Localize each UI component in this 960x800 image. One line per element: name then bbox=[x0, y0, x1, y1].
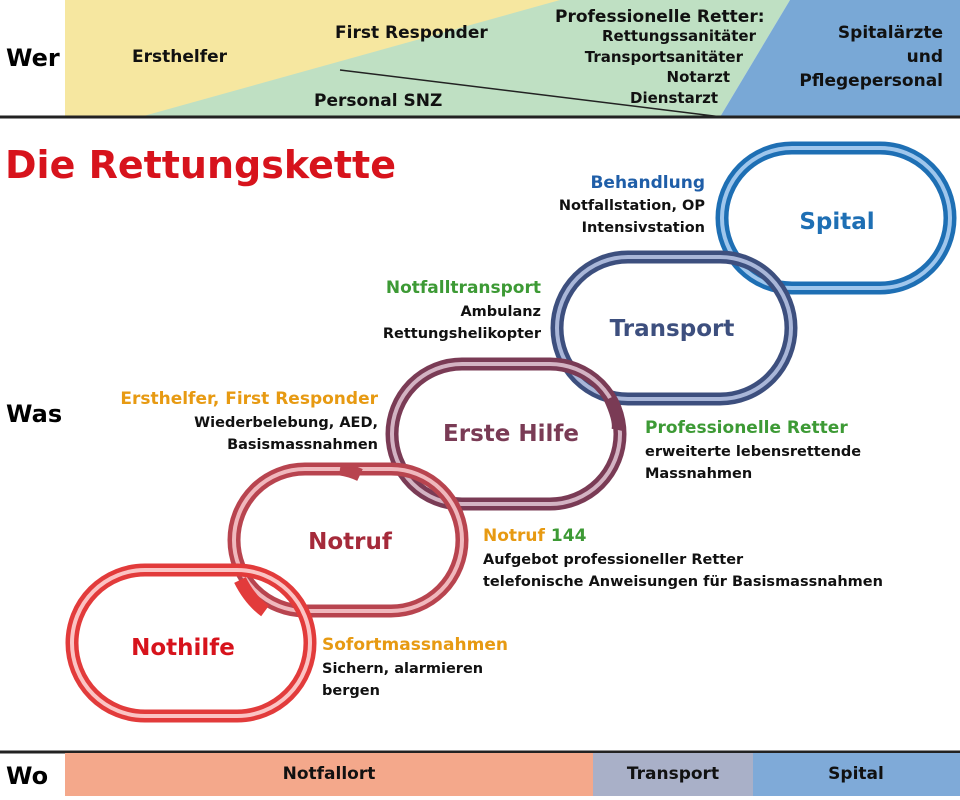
svg-text:Aufgebot professioneller Rette: Aufgebot professioneller Retter bbox=[483, 552, 744, 568]
notfallort-text: Notfallort bbox=[283, 764, 376, 784]
transport-bottom-text: Transport bbox=[627, 764, 719, 784]
professionelle-retter-title: Professionelle Retter: bbox=[555, 7, 765, 27]
spital-staff-region bbox=[720, 0, 960, 117]
prof-item-3: Notarzt bbox=[667, 68, 730, 86]
transport-link-label: Transport bbox=[610, 316, 735, 342]
annotation-sofortmassnahmen: Sofortmassnahmen Sichern, alarmieren ber… bbox=[322, 635, 508, 699]
wo-label: Wo bbox=[6, 762, 48, 790]
wer-band: Wer Ersthelfer First Responder Personal … bbox=[0, 0, 960, 119]
svg-text:Sofortmassnahmen: Sofortmassnahmen bbox=[322, 635, 508, 655]
annotation-notfalltransport: Notfalltransport Ambulanz Rettungsheliko… bbox=[383, 278, 542, 342]
svg-text:Professionelle Retter: Professionelle Retter bbox=[645, 418, 848, 438]
spital-bottom-text: Spital bbox=[828, 764, 884, 784]
transport-bar bbox=[593, 753, 753, 796]
svg-text:Notfallstation, OP: Notfallstation, OP bbox=[559, 198, 705, 214]
spital-bar bbox=[753, 753, 960, 796]
ersthelfer-text: Ersthelfer bbox=[132, 47, 228, 67]
svg-text:bergen: bergen bbox=[322, 683, 380, 699]
spital-link-label: Spital bbox=[799, 209, 874, 235]
svg-text:Notfalltransport: Notfalltransport bbox=[386, 278, 541, 298]
spital-staff-line3: Pflegepersonal bbox=[799, 71, 943, 91]
first-responder-region bbox=[140, 0, 790, 117]
wer-label: Wer bbox=[6, 44, 60, 72]
svg-text:Behandlung: Behandlung bbox=[590, 173, 705, 193]
notruf-link-label: Notruf bbox=[308, 529, 393, 555]
prof-item-2: Transportsanitäter bbox=[585, 48, 744, 66]
spital-staff-line1: Spitalärzte bbox=[838, 23, 943, 43]
annotation-professionelle-retter: Professionelle Retter erweiterte lebensr… bbox=[645, 418, 861, 482]
personal-snz-text: Personal SNZ bbox=[314, 91, 442, 111]
svg-text:Ambulanz: Ambulanz bbox=[460, 304, 541, 320]
notfallort-bar bbox=[65, 753, 593, 796]
svg-text:Intensivstation: Intensivstation bbox=[582, 220, 705, 236]
svg-text:Basismassnahmen: Basismassnahmen bbox=[227, 437, 378, 453]
prof-item-4: Dienstarzt bbox=[630, 89, 718, 107]
spital-staff-line2: und bbox=[907, 47, 943, 67]
chain-link-spital bbox=[715, 141, 957, 295]
annotation-behandlung: Behandlung Notfallstation, OP Intensivst… bbox=[559, 173, 705, 236]
first-responder-text: First Responder bbox=[335, 23, 488, 43]
annotation-ersthelfer-first-responder: Ersthelfer, First Responder Wiederbelebu… bbox=[120, 389, 378, 453]
wo-band: Wo Notfallort Transport Spital bbox=[0, 750, 960, 796]
chain-link-erste-hilfe bbox=[385, 357, 627, 511]
svg-text:Ersthelfer, First Responder: Ersthelfer, First Responder bbox=[120, 389, 378, 409]
svg-text:Sichern, alarmieren: Sichern, alarmieren bbox=[322, 661, 483, 677]
was-label: Was bbox=[6, 400, 62, 428]
snz-divider bbox=[339, 69, 723, 118]
svg-text:Massnahmen: Massnahmen bbox=[645, 466, 752, 482]
svg-text:erweiterte lebensrettende: erweiterte lebensrettende bbox=[645, 444, 861, 460]
svg-text:telefonische Anweisungen für B: telefonische Anweisungen für Basismassna… bbox=[483, 574, 883, 590]
page-title: Die Rettungskette bbox=[5, 143, 396, 187]
svg-text:Wiederbelebung, AED,: Wiederbelebung, AED, bbox=[194, 415, 378, 431]
chain-link-transport bbox=[550, 250, 798, 406]
erste-hilfe-link-label: Erste Hilfe bbox=[443, 421, 579, 447]
svg-text:Rettungshelikopter: Rettungshelikopter bbox=[383, 326, 542, 342]
nothilfe-link-label: Nothilfe bbox=[131, 635, 235, 661]
prof-item-1: Rettungssanitäter bbox=[602, 27, 757, 45]
chain-link-nothilfe bbox=[65, 563, 317, 723]
ersthelfer-region bbox=[65, 0, 560, 117]
